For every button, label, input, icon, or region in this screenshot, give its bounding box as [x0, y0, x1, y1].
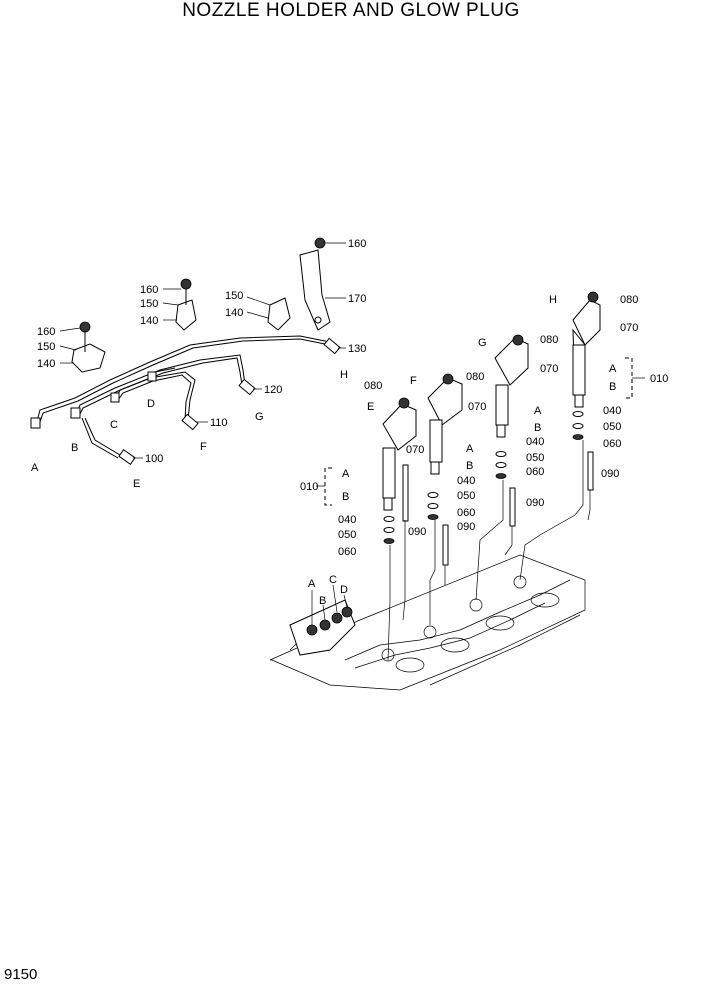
label-g: G [478, 337, 487, 349]
label-140: 140 [37, 358, 55, 370]
label-070: 070 [540, 363, 558, 375]
label-140: 140 [225, 307, 243, 319]
fitting-a [30, 417, 41, 429]
page-title: NOZZLE HOLDER AND GLOW PLUG [182, 0, 520, 21]
label-150: 150 [37, 341, 55, 353]
label-f: F [410, 375, 417, 387]
label-h: H [549, 294, 557, 306]
label-050: 050 [526, 452, 544, 464]
label-040: 040 [457, 475, 475, 487]
label-110: 110 [210, 417, 228, 429]
label-160: 160 [140, 284, 158, 296]
label-b: B [534, 422, 541, 434]
leader-lines-left [59, 242, 346, 459]
label-080: 080 [540, 334, 558, 346]
label-e: E [133, 478, 140, 490]
label-140: 140 [140, 315, 158, 327]
label-a: A [342, 468, 350, 480]
label-060: 060 [457, 507, 475, 519]
pipe-clamps [71, 237, 331, 373]
label-b: B [319, 595, 326, 607]
label-040: 040 [338, 514, 356, 526]
injection-pump [289, 584, 356, 656]
fitting-c [110, 392, 120, 403]
label-a: A [31, 462, 39, 474]
label-010: 010 [650, 373, 668, 385]
label-160: 160 [348, 238, 366, 250]
label-070: 070 [620, 322, 638, 334]
fitting-h [323, 337, 341, 355]
cylinder-head [269, 554, 586, 691]
label-120: 120 [264, 384, 282, 396]
label-a: A [534, 405, 542, 417]
label-150: 150 [225, 290, 243, 302]
label-050: 050 [603, 421, 621, 433]
fitting-g [238, 378, 256, 396]
label-080: 080 [466, 371, 484, 383]
fitting-f [181, 413, 199, 431]
injection-pipes [30, 335, 341, 465]
label-070: 070 [406, 444, 424, 456]
label-060: 060 [603, 438, 621, 450]
callout-labels: 160 170 150 140 130 H 160 150 140 160 15… [31, 238, 668, 607]
label-130: 130 [348, 343, 366, 355]
label-a: A [609, 363, 617, 375]
fitting-e [118, 449, 136, 465]
label-b: B [609, 381, 616, 393]
label-090: 090 [526, 497, 544, 509]
label-090: 090 [601, 468, 619, 480]
label-090: 090 [408, 526, 426, 538]
label-c: C [329, 574, 337, 586]
label-b: B [466, 460, 473, 472]
label-b: B [71, 442, 78, 454]
label-d: D [147, 398, 155, 410]
label-070: 070 [468, 401, 486, 413]
injectors [316, 291, 645, 566]
label-060: 060 [526, 466, 544, 478]
label-090: 090 [457, 521, 475, 533]
label-a: A [466, 443, 474, 455]
label-e: E [367, 401, 374, 413]
label-100: 100 [145, 453, 163, 465]
label-080: 080 [620, 294, 638, 306]
fitting-b [70, 407, 81, 419]
page-number: 9150 [4, 966, 38, 983]
label-050: 050 [338, 529, 356, 541]
label-040: 040 [603, 405, 621, 417]
label-g: G [255, 411, 264, 423]
label-d: D [340, 584, 348, 596]
install-lines [387, 440, 591, 661]
label-160: 160 [37, 326, 55, 338]
label-h: H [340, 369, 348, 381]
label-f: F [200, 441, 207, 453]
label-170: 170 [348, 293, 366, 305]
fitting-d [147, 371, 157, 382]
label-010: 010 [300, 481, 318, 493]
label-050: 050 [457, 490, 475, 502]
label-080: 080 [364, 380, 382, 392]
label-a: A [308, 578, 316, 590]
label-150: 150 [140, 298, 158, 310]
label-060: 060 [338, 546, 356, 558]
label-040: 040 [526, 436, 544, 448]
label-c: C [110, 419, 118, 431]
label-b: B [342, 491, 349, 503]
